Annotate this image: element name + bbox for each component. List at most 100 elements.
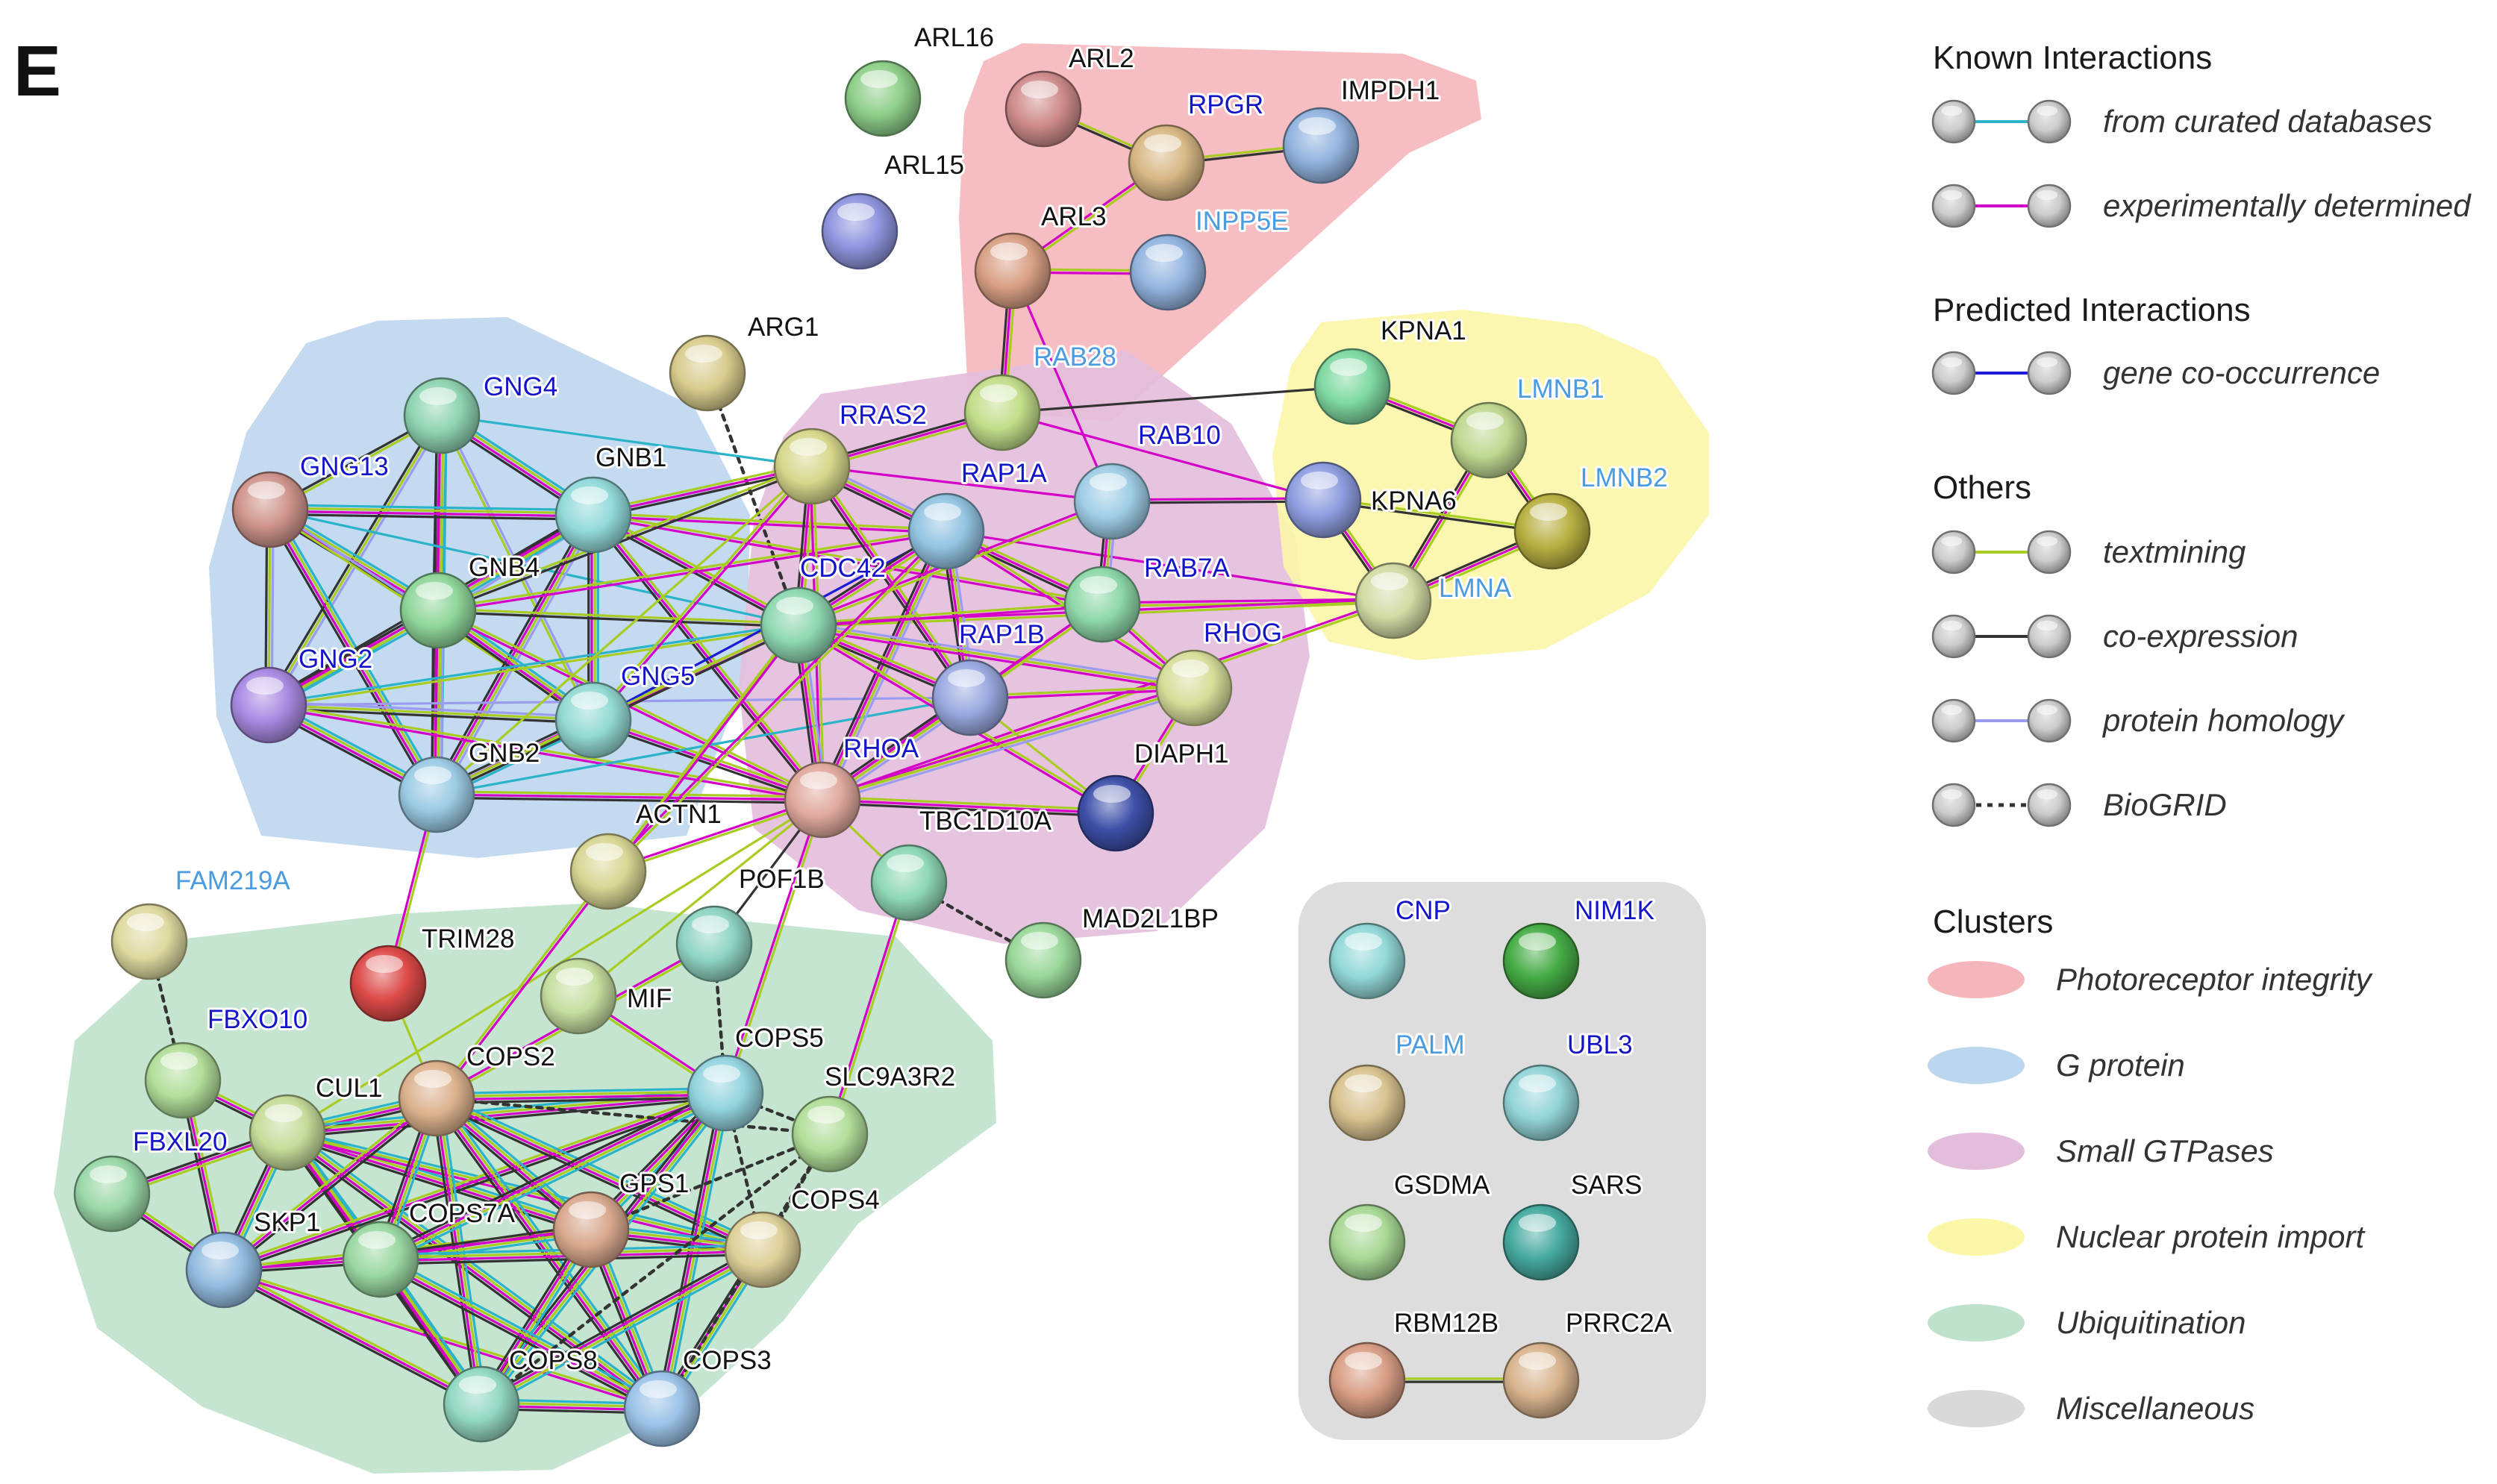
node-lmna[interactable]: LMNA <box>1354 562 1514 639</box>
edge-line-coexpression <box>264 413 441 705</box>
node-cops7a[interactable]: COPS7A <box>342 1197 518 1298</box>
node-label: DIAPH1 <box>1134 739 1228 768</box>
node-fam219a[interactable]: FAM219A <box>110 864 293 980</box>
node-cops8[interactable]: COPS8 <box>443 1344 600 1443</box>
node-gnb2[interactable]: GNB2 <box>398 736 542 833</box>
node-inpp5e[interactable]: INPP5E <box>1129 204 1291 311</box>
node-label: NIM1K <box>1575 896 1654 925</box>
node-label: TRIM28 <box>422 924 514 954</box>
node-rap1b[interactable]: RAP1B <box>931 618 1047 736</box>
node-gng4[interactable]: GNG4 <box>403 370 560 454</box>
edge-line-coexpression <box>437 466 814 613</box>
node-gps1[interactable]: GPS1 <box>552 1167 691 1268</box>
node-arg1[interactable]: ARG1 <box>669 310 821 412</box>
node-prrc2a[interactable]: PRRC2A <box>1502 1306 1675 1419</box>
node-cops2[interactable]: COPS2 <box>398 1040 557 1137</box>
node-rab28[interactable]: RAB28 <box>963 340 1119 451</box>
node-fbxl20[interactable]: FBXL20 <box>73 1125 229 1233</box>
node-label: POF1B <box>739 865 825 894</box>
node-pof1b[interactable]: POF1B <box>675 862 827 983</box>
node-skp1[interactable]: SKP1 <box>185 1206 323 1309</box>
edge-line-curated <box>435 1087 727 1095</box>
node-kpna6[interactable]: KPNA6 <box>1284 461 1459 539</box>
node-cul1[interactable]: CUL1 <box>249 1071 384 1171</box>
legend-cluster-g-protein: G protein <box>1928 1047 2185 1084</box>
node-label: SKP1 <box>254 1208 321 1237</box>
node-rap1a[interactable]: RAP1A <box>907 457 1049 570</box>
node-cops3[interactable]: COPS3 <box>623 1344 774 1447</box>
node-rab10[interactable]: RAB10 <box>1073 419 1223 540</box>
node-fbxo10[interactable]: FBXO10 <box>144 1003 310 1119</box>
node-label: IMPDH1 <box>1341 76 1440 105</box>
node-cops5[interactable]: COPS5 <box>687 1021 826 1132</box>
node-rras2[interactable]: RRAS2 <box>773 398 929 505</box>
edge-line-experimental <box>810 465 972 699</box>
node-cdc42[interactable]: CDC42 <box>760 551 888 664</box>
node-arl15[interactable]: ARL15 <box>821 148 966 270</box>
node-highlight <box>1090 473 1127 491</box>
node-rhog[interactable]: RHOG <box>1155 616 1284 727</box>
node-gng13[interactable]: GNG13 <box>231 450 391 548</box>
edge-line-experimental <box>722 798 822 1094</box>
edge-line-experimental <box>378 1090 726 1259</box>
edge-line-coexpression <box>1001 385 1354 414</box>
node-kpna1[interactable]: KPNA1 <box>1313 314 1469 425</box>
legend-item-label: textmining <box>2103 534 2246 569</box>
node-label: CUL1 <box>316 1074 382 1103</box>
node-rhoa[interactable]: RHOA <box>784 732 922 839</box>
edge-line-textmining <box>813 463 975 698</box>
edge-cul1-gps1 <box>284 1127 594 1236</box>
edge-line-experimental <box>820 683 1195 798</box>
node-impdh1[interactable]: IMPDH1 <box>1282 74 1442 184</box>
node-palm[interactable]: PALM <box>1328 1028 1467 1142</box>
node-cops4[interactable]: COPS4 <box>724 1183 882 1289</box>
node-mif[interactable]: MIF <box>540 957 674 1035</box>
node-label: KPNA6 <box>1371 486 1457 516</box>
node-actn1[interactable]: ACTN1 <box>569 798 724 910</box>
node-highlight <box>1941 105 1963 116</box>
node-nim1k[interactable]: NIM1K <box>1502 894 1657 1000</box>
node-label: GNG13 <box>300 452 389 481</box>
edge-cdc42-rab7a <box>797 601 1104 628</box>
node-trim28[interactable]: TRIM28 <box>349 922 516 1022</box>
node-label: RAB10 <box>1138 421 1221 450</box>
edge-rhoa-cops5 <box>722 798 825 1095</box>
node-arl16[interactable]: ARL16 <box>844 21 996 137</box>
edge-line-biogrid <box>705 371 801 627</box>
legend-item-label: from curated databases <box>2103 104 2432 139</box>
edge-arg1-cdc42 <box>705 371 801 627</box>
edge-rap1a-actn1 <box>605 528 949 874</box>
edge-rab28-kpna1 <box>1001 385 1354 414</box>
edge-line-textmining <box>436 1095 765 1250</box>
node-gng5[interactable]: GNG5 <box>554 660 697 759</box>
node-rab7a[interactable]: RAB7A <box>1063 551 1232 643</box>
node-gsdma[interactable]: GSDMA <box>1328 1168 1493 1281</box>
edge-line-experimental <box>592 718 824 801</box>
edge-line-textmining <box>287 1130 664 1409</box>
edge-gng5-rhoa <box>590 716 825 804</box>
node-rbm12b[interactable]: RBM12B <box>1328 1306 1501 1419</box>
node-sars[interactable]: SARS <box>1502 1168 1644 1281</box>
edge-gng4-gng2 <box>264 413 446 708</box>
node-rpgr[interactable]: RPGR <box>1128 88 1266 201</box>
edge-line-experimental <box>592 515 948 534</box>
node-ubl3[interactable]: UBL3 <box>1502 1028 1635 1142</box>
node-cnp[interactable]: CNP <box>1328 894 1453 1000</box>
edge-line-textmining <box>481 1250 765 1407</box>
legend-heading-predicted: Predicted Interactions <box>1933 292 2251 328</box>
node-lmnb2[interactable]: LMNB2 <box>1513 461 1670 570</box>
node-mad2l1bp[interactable]: MAD2L1BP <box>1004 902 1221 999</box>
node-diaph1[interactable]: DIAPH1 <box>1077 737 1231 852</box>
node-lmnb1[interactable]: LMNB1 <box>1450 372 1607 479</box>
node-arl2[interactable]: ARL2 <box>1004 42 1137 148</box>
edge-line-curated <box>482 1252 766 1410</box>
node-gnb4[interactable]: GNB4 <box>399 551 542 649</box>
legend-cluster-miscellaneous: Miscellaneous <box>1928 1390 2254 1427</box>
node-tbc1d10a[interactable]: TBC1D10A <box>870 804 1054 921</box>
node-gnb1[interactable]: GNB1 <box>554 441 669 554</box>
edge-line-textmining <box>577 798 824 998</box>
node-slc9a3r2[interactable]: SLC9A3R2 <box>791 1060 957 1173</box>
node-arl3[interactable]: ARL3 <box>974 200 1109 310</box>
node-label: GNB1 <box>596 443 666 472</box>
node-gng2[interactable]: GNG2 <box>230 642 375 744</box>
